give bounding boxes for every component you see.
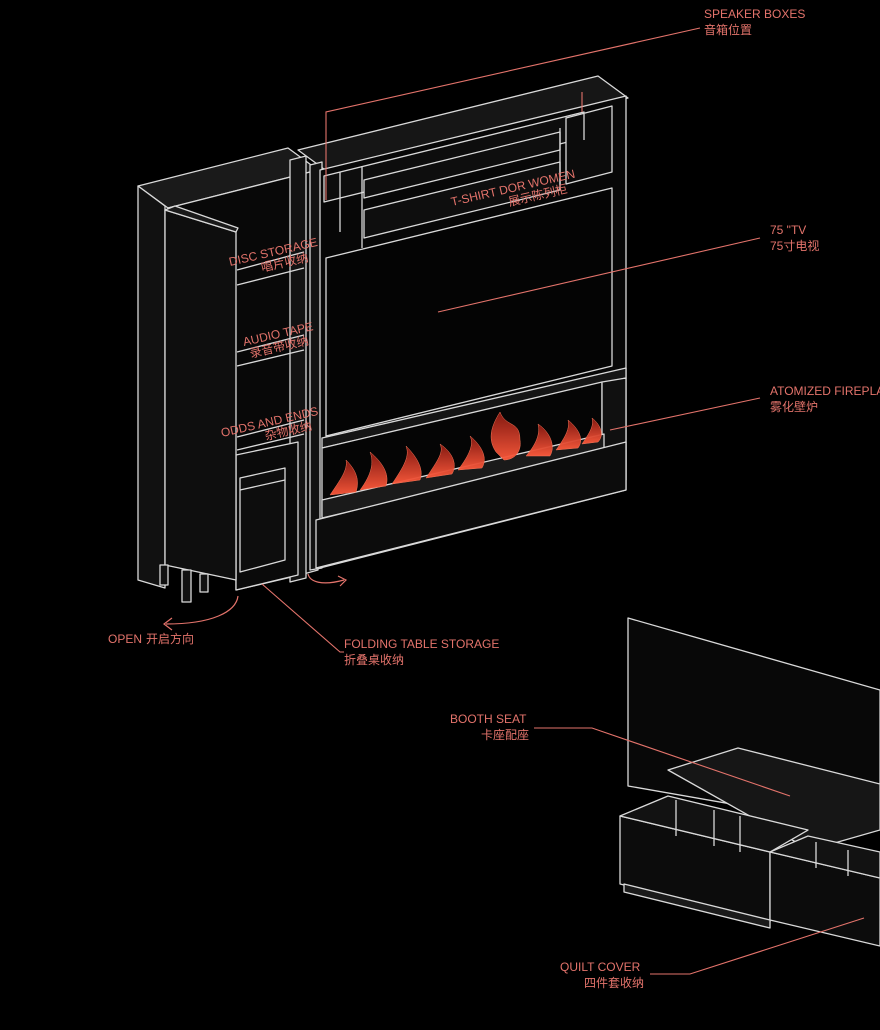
label-speaker-boxes-en: SPEAKER BOXES	[704, 7, 805, 21]
label-fireplace-en: ATOMIZED FIREPLACE	[770, 384, 880, 398]
annotation-quilt-cover: QUILT COVER 四件套收纳	[560, 960, 644, 990]
annotation-folding-table: FOLDING TABLE STORAGE 折叠桌收纳	[344, 637, 499, 667]
annotation-speaker-boxes: SPEAKER BOXES 音箱位置	[704, 7, 805, 37]
shelf-label-audio: AUDIO TAPE 录音带收纳	[242, 319, 315, 361]
label-booth-seat-zh: 卡座配座	[481, 727, 529, 742]
label-tv-en: 75 "TV	[770, 223, 806, 237]
label-quilt-cover-zh: 四件套收纳	[584, 976, 644, 990]
label-quilt-cover-en: QUILT COVER	[560, 960, 641, 974]
label-open-zh: 开启方向	[146, 631, 194, 646]
leader-lines	[261, 27, 865, 975]
tv-wall-cabinet	[297, 75, 629, 571]
annotation-booth-seat: BOOTH SEAT 卡座配座	[450, 712, 529, 742]
label-booth-seat-en: BOOTH SEAT	[450, 712, 527, 726]
open-direction-arrows	[163, 573, 348, 631]
label-folding-table-zh: 折叠桌收纳	[344, 652, 404, 667]
annotation-tv: 75 "TV 75寸电视	[770, 223, 819, 253]
label-tv-zh: 75寸电视	[770, 238, 819, 253]
fireplace-flames	[329, 411, 602, 496]
label-speaker-boxes-zh: 音箱位置	[704, 22, 752, 37]
label-open-en: OPEN	[108, 632, 142, 646]
label-fireplace-zh: 雾化壁炉	[770, 399, 818, 414]
left-cabinet	[137, 147, 319, 603]
booth-seat	[619, 617, 880, 947]
annotation-fireplace: ATOMIZED FIREPLACE 雾化壁炉	[770, 384, 880, 414]
label-folding-table-en: FOLDING TABLE STORAGE	[344, 637, 499, 651]
annotation-open: OPEN 开启方向	[108, 631, 194, 646]
